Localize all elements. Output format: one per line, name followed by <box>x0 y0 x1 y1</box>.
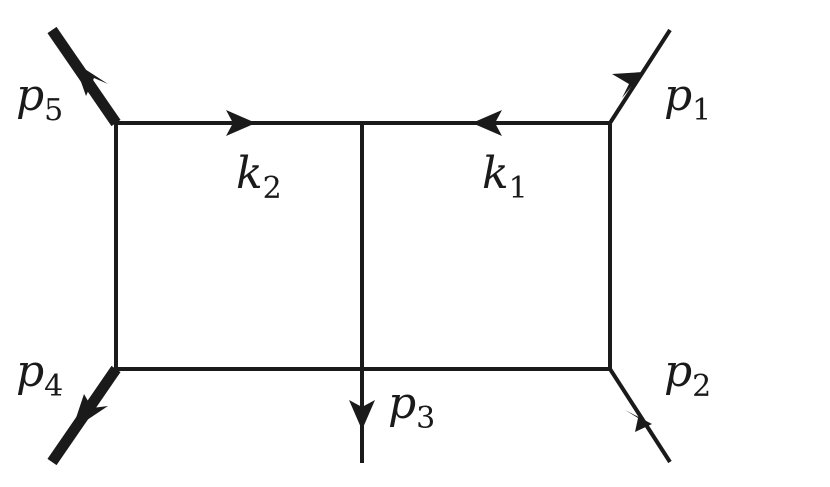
label-p2: p2 <box>664 346 711 404</box>
label-k2: k2 <box>236 148 282 206</box>
leg-p1 <box>608 28 672 125</box>
label-p4: p4 <box>16 346 63 404</box>
arrow-p1 <box>612 72 643 98</box>
label-p3: p3 <box>388 378 435 436</box>
arrow-k1 <box>472 110 502 136</box>
arrow-p4 <box>72 394 108 430</box>
label-k1: k1 <box>482 148 528 206</box>
arrow-p5 <box>74 62 108 96</box>
label-p5: p5 <box>16 70 63 128</box>
leg-p2 <box>608 367 672 464</box>
label-p1: p1 <box>664 70 711 128</box>
arrow-k2 <box>226 110 256 136</box>
arrow-p3 <box>349 400 375 430</box>
arrow-p2 <box>625 410 652 432</box>
